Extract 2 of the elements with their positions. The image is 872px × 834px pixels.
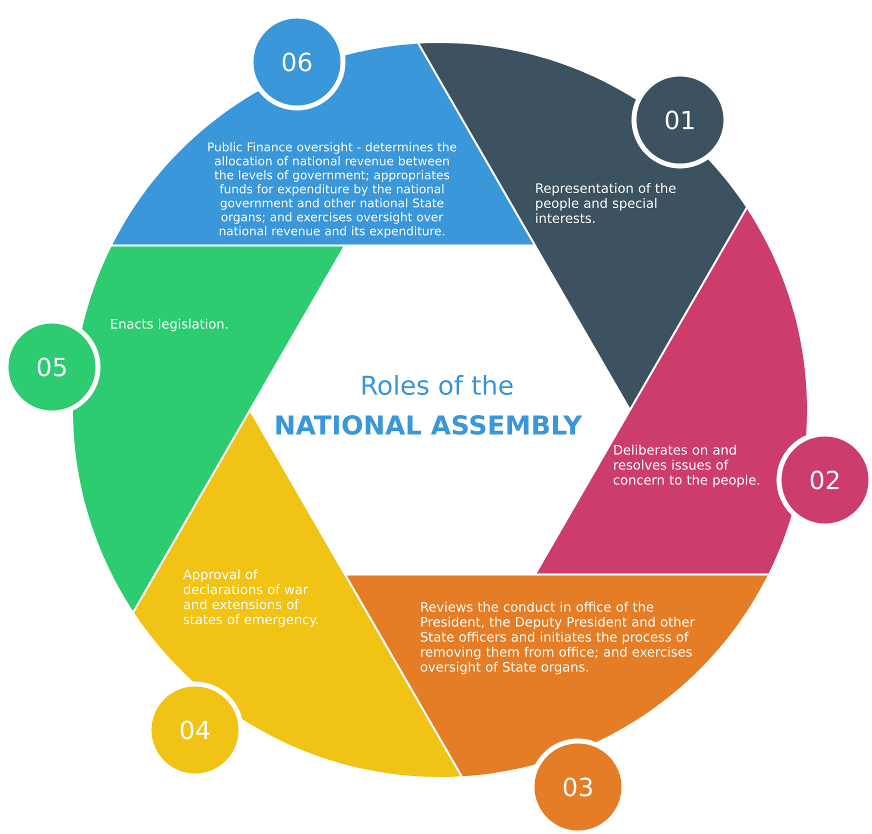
node-label: 02	[810, 470, 838, 490]
node-label: 03	[564, 778, 592, 796]
